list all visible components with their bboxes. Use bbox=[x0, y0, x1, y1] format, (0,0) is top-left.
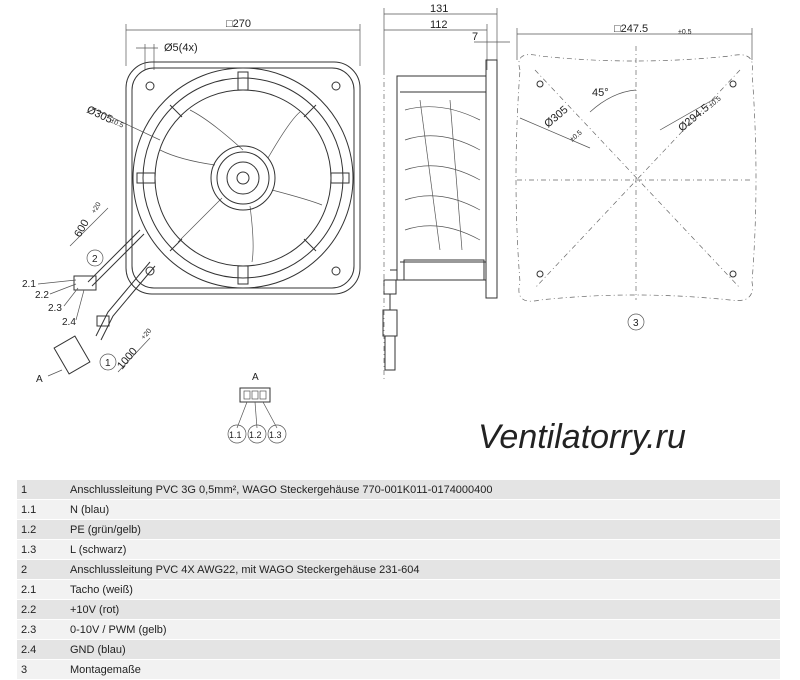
cable1-length: 1000 bbox=[115, 345, 140, 371]
legend-text: GND (blau) bbox=[66, 639, 780, 660]
view-a-marker: A bbox=[36, 374, 43, 385]
legend-number: 2.3 bbox=[17, 619, 66, 640]
side-depth-body: 112 bbox=[430, 19, 448, 31]
legend-number: 2 bbox=[17, 559, 66, 580]
pin-1-3: 1.3 bbox=[269, 430, 282, 440]
legend-number: 1.3 bbox=[17, 539, 66, 560]
detail-a-title: A bbox=[252, 372, 259, 383]
mount-square-label: □247.5 bbox=[614, 23, 648, 35]
legend-row: 2.2+10V (rot) bbox=[17, 599, 780, 620]
legend-text: PE (grün/gelb) bbox=[66, 519, 780, 540]
side-flange: 7 bbox=[472, 31, 478, 43]
mount-angle: 45° bbox=[592, 87, 609, 99]
holes-label: Ø5(4x) bbox=[164, 42, 198, 54]
mount-square-tol: ±0.5 bbox=[678, 29, 692, 36]
legend-text: Tacho (weiß) bbox=[66, 579, 780, 600]
cable1-tol: +20 bbox=[140, 328, 153, 342]
legend-text: 0-10V / PWM (gelb) bbox=[66, 619, 780, 640]
front-view: □270 Ø5(4x) bbox=[22, 18, 361, 385]
wire-2-4: 2.4 bbox=[62, 317, 76, 328]
cable2-length: 600 bbox=[72, 218, 92, 240]
callout-2: 2 bbox=[92, 254, 98, 265]
outer-dia-tol: ±0.5 bbox=[109, 117, 124, 129]
mounting-view: □247.5 ±0.5 45° Ø305 ±0.5 Ø294.5 ±0.5 3 bbox=[515, 23, 757, 331]
watermark: Ventilatorry.ru bbox=[478, 418, 686, 456]
legend-number: 1 bbox=[17, 480, 66, 500]
cable2-tol: +20 bbox=[91, 201, 103, 215]
legend-number: 2.2 bbox=[17, 599, 66, 620]
wire-2-1: 2.1 bbox=[22, 279, 36, 290]
pin-1-2: 1.2 bbox=[249, 430, 262, 440]
front-width-label: □270 bbox=[226, 18, 251, 30]
legend-text: L (schwarz) bbox=[66, 539, 780, 560]
detail-a: A 1.1 1.2 1.3 bbox=[227, 372, 287, 444]
mount-dia1-label: Ø305 bbox=[542, 104, 570, 130]
side-view: 131 112 7 bbox=[382, 3, 510, 380]
technical-drawing: Ventilatorry.ru □270 Ø5(4x) bbox=[22, 3, 757, 456]
legend-number: 1.1 bbox=[17, 499, 66, 520]
legend-number: 3 bbox=[17, 659, 66, 680]
callout-3: 3 bbox=[633, 318, 639, 329]
pin-1-1: 1.1 bbox=[229, 430, 242, 440]
legend-number: 2.1 bbox=[17, 579, 66, 600]
mount-dia1-tol: ±0.5 bbox=[569, 129, 584, 143]
legend-number: 2.4 bbox=[17, 639, 66, 660]
legend-text: Anschlussleitung PVC 3G 0,5mm², WAGO Ste… bbox=[66, 480, 780, 500]
legend-text: Montagemaße bbox=[66, 659, 780, 680]
wire-2-2: 2.2 bbox=[35, 290, 49, 301]
callout-1: 1 bbox=[105, 358, 111, 369]
wire-2-3: 2.3 bbox=[48, 303, 62, 314]
legend-text: N (blau) bbox=[66, 499, 780, 520]
legend-number: 1.2 bbox=[17, 519, 66, 540]
side-depth-total: 131 bbox=[430, 3, 448, 15]
legend-text: +10V (rot) bbox=[66, 599, 780, 620]
legend-text: Anschlussleitung PVC 4X AWG22, mit WAGO … bbox=[66, 559, 780, 580]
mount-dia2-tol: ±0.5 bbox=[708, 95, 723, 109]
